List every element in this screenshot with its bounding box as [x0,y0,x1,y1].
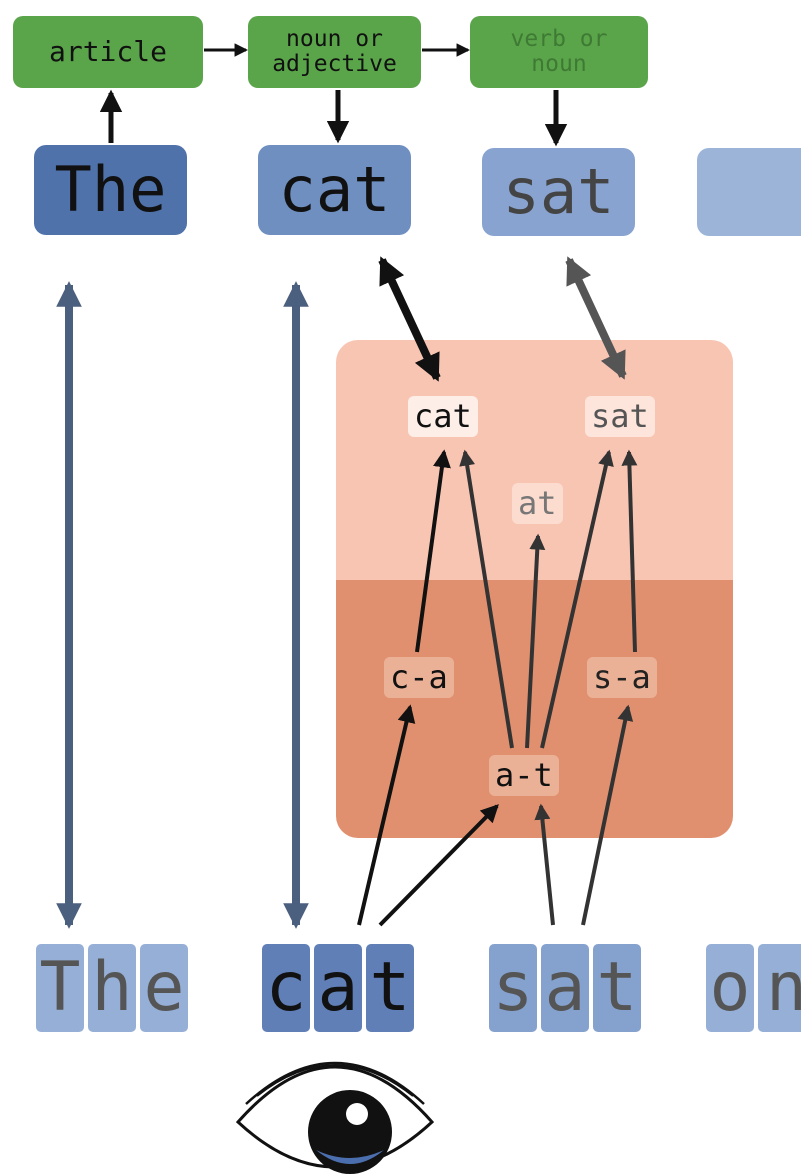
word-tile-sat: sat [482,148,635,236]
node-cat: cat [408,396,478,437]
letter-tile: n [758,944,801,1032]
word-tile-next [697,148,801,236]
letter-tile: s [489,944,537,1032]
letter-tile: e [140,944,188,1032]
pos-box-article: article [13,16,203,88]
node-sat: sat [585,396,655,437]
letter-tile: T [36,944,84,1032]
eye-icon [235,1061,435,1174]
whole-word-zone [336,340,733,580]
node-c-a: c-a [384,657,454,698]
word-tile-the: The [34,145,187,235]
node-a-t: a-t [489,755,559,796]
letter-tile: t [366,944,414,1032]
letter-tile: c [262,944,310,1032]
letter-tile: a [314,944,362,1032]
pos-box-noun-or-adjective: noun or adjective [248,16,421,88]
word-tile-cat: cat [258,145,411,235]
node-at: at [512,483,563,524]
bigram-zone [336,580,733,838]
letter-tile: h [88,944,136,1032]
letter-tile: o [706,944,754,1032]
letter-tile: a [541,944,589,1032]
letter-tile: t [593,944,641,1032]
pos-box-verb-or-noun: verb or noun [470,16,648,88]
node-s-a: s-a [587,657,657,698]
